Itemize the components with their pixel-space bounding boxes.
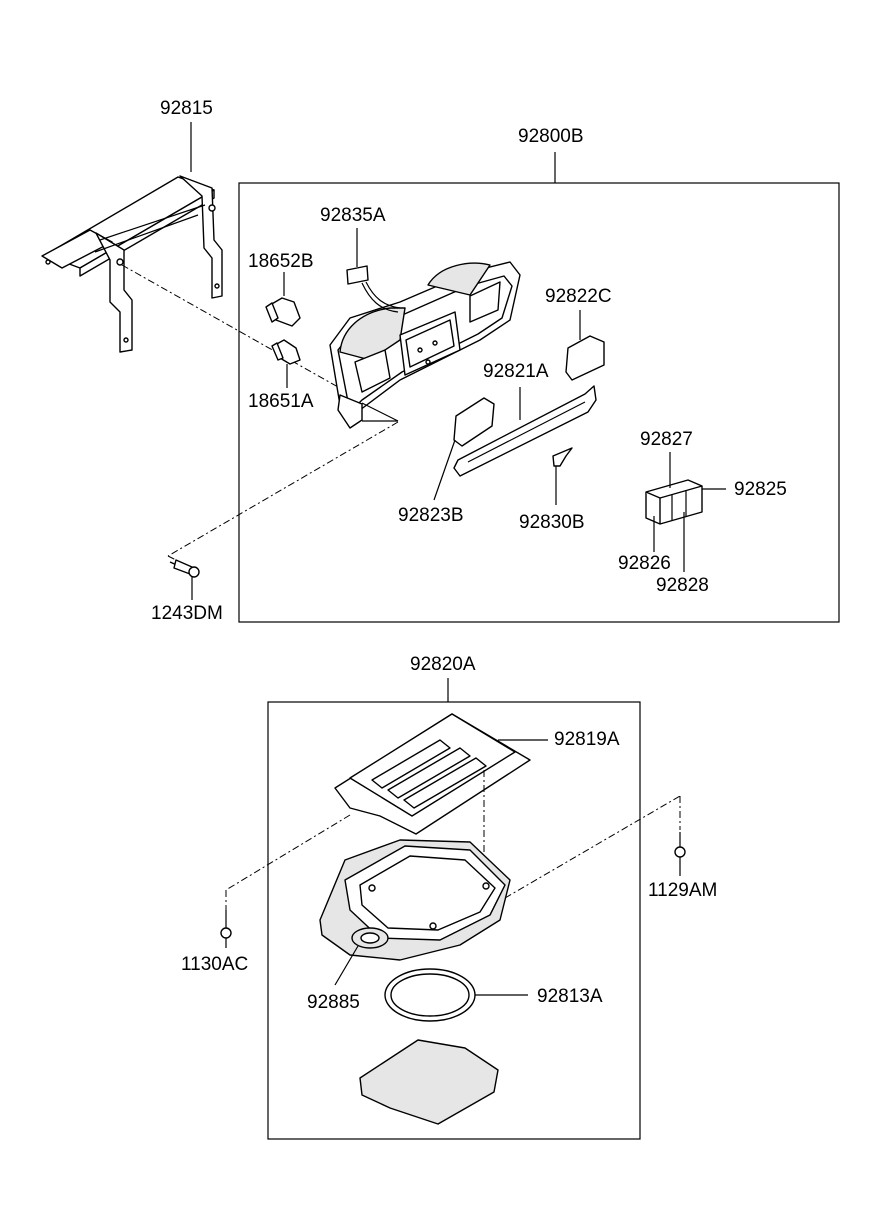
bracket-92815 (41, 122, 223, 353)
label-92815: 92815 (160, 98, 213, 119)
label-92835A: 92835A (320, 205, 386, 226)
bulb-18651A (271, 339, 301, 388)
screw-1243DM (169, 559, 200, 600)
ring-92813A (384, 968, 528, 1022)
label-92821A: 92821A (483, 361, 549, 382)
label-92826: 92826 (618, 553, 671, 574)
lens-92822C (565, 310, 605, 381)
label-92822C: 92822C (545, 286, 612, 307)
label-1129AM: 1129AM (648, 880, 717, 901)
lens-pad (359, 1039, 499, 1125)
upper-assembly-box (238, 182, 840, 623)
connector-92835A (346, 228, 401, 313)
label-92813A: 92813A (537, 986, 603, 1007)
clip-92830B (552, 447, 573, 505)
label-92830B: 92830B (519, 512, 585, 533)
label-92800B: 92800B (518, 126, 584, 147)
label-92828: 92828 (656, 575, 709, 596)
label-92819A: 92819A (554, 729, 620, 750)
label-92820A: 92820A (410, 654, 476, 675)
plate-92819A (225, 713, 548, 891)
label-1243DM: 1243DM (151, 603, 223, 624)
trim-92821A (453, 385, 597, 477)
label-1130AC: 1130AC (181, 954, 248, 975)
lower-housing (319, 795, 681, 986)
lower-assembly-box (267, 701, 641, 1140)
label-18651A: 18651A (248, 391, 314, 412)
label-92827: 92827 (640, 429, 693, 450)
lens-92823B (433, 397, 495, 501)
screw-1130AC (220, 890, 232, 948)
label-92825: 92825 (734, 479, 787, 500)
label-92885: 92885 (307, 992, 360, 1013)
label-18652B: 18652B (248, 251, 314, 272)
bulb-18652B (265, 272, 301, 327)
switch-assembly (645, 452, 726, 572)
lamp-housing (329, 261, 521, 429)
screw-1129AM (674, 832, 686, 876)
label-92823B: 92823B (398, 505, 464, 526)
